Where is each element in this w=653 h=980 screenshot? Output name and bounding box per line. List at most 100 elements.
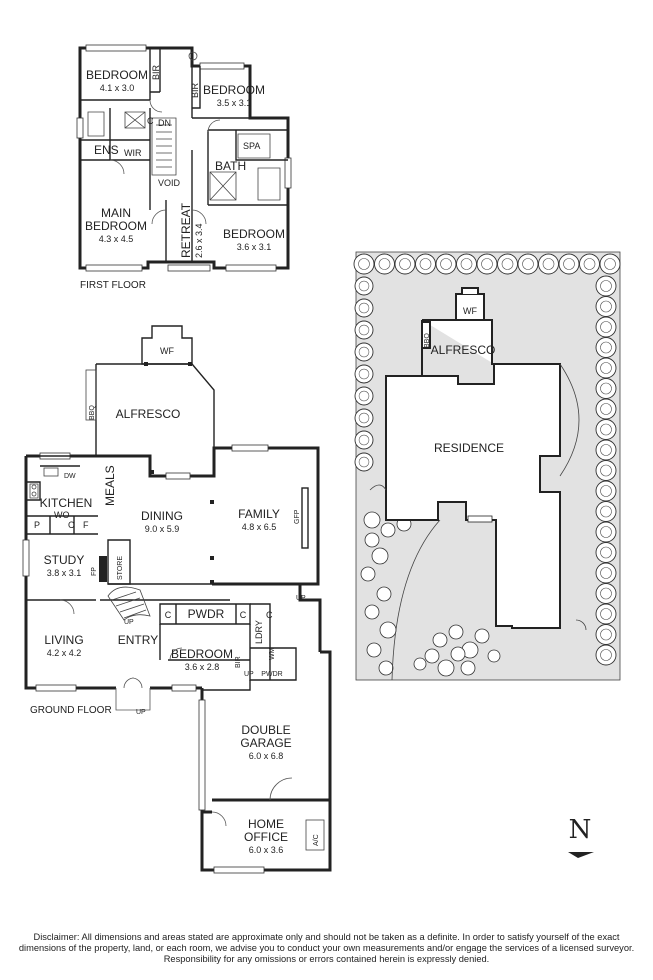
room-size-dining: 9.0 x 5.9 [145,524,180,534]
tree-icon [354,364,374,384]
tree-icon [595,296,617,317]
up-label-3: UP [244,671,254,678]
tree-icon [595,378,617,399]
tree-icon [595,275,617,297]
bir-label-1: BIR [151,64,161,80]
tree-inner-icon [600,485,612,497]
shrub-icon [448,624,464,640]
north-letter: N [569,815,592,845]
tree-inner-icon [440,258,452,270]
room-size-bedroom-1: 4.1 x 3.0 [100,83,135,93]
tree-icon [354,452,374,472]
room-size-bedroom-3: 3.6 x 3.1 [237,242,272,252]
site-bbq-label: BBQ [424,333,431,348]
shrub-icon [371,547,389,565]
up-label-2: UP [124,619,134,626]
tree-inner-icon [358,346,370,358]
room-label-kitchen: KITCHEN [40,496,93,510]
tree-inner-icon [600,321,612,333]
tree-inner-icon [358,434,370,446]
tree-inner-icon [358,280,370,292]
bedroom-bir-label: BIR [235,656,242,668]
tree-icon [394,253,416,275]
disclaimer-text: Disclaimer: All dimensions and areas sta… [18,932,635,964]
powder-cupboard-label-2: C [240,610,247,620]
tree-inner-icon [481,258,493,270]
shrub-icon [487,649,501,663]
room-label-study: STUDY [44,553,85,567]
tree-icon [595,624,617,645]
wf-label: WF [160,346,174,356]
shrub-icon [379,621,397,639]
room-size-home-office: 6.0 x 3.6 [249,845,284,855]
bir-label-2: BIR [190,82,200,98]
tree-inner-icon [358,324,370,336]
tree-icon [595,439,617,461]
tree-inner-icon [358,456,370,468]
pwdr-label-2: PWDR [261,671,282,678]
fireplace-label: FP [91,567,98,576]
shrub-icon [376,586,392,602]
tree-inner-icon [358,390,370,402]
room-label-double-garage: DOUBLE [241,723,290,737]
room-size-family: 4.8 x 6.5 [242,522,277,532]
room-size-study: 3.8 x 3.1 [47,568,82,578]
tree-icon [579,253,600,275]
pantry-label: P [34,520,40,530]
wo-label: WO [54,510,70,520]
shrub-icon [432,632,448,648]
shrub-icon [413,657,427,671]
tree-icon [558,253,580,275]
room-size-double-garage: 6.0 x 6.8 [249,751,284,761]
up-label-1: UP [296,595,306,602]
tree-icon [354,408,374,428]
tree-icon [599,253,621,275]
tree-inner-icon [600,649,612,661]
bath-label: BATH [215,159,246,173]
shrub-icon [380,522,396,538]
tree-inner-icon [600,505,612,518]
laundry-label: LDRY [254,620,264,644]
room-label-home-office: HOME [248,817,284,831]
tree-inner-icon [419,258,432,270]
tree-icon [476,253,498,275]
gfp-label: GFP [294,509,301,524]
tree-inner-icon [522,258,534,270]
stair-down-label: DN [158,118,171,128]
tree-icon [353,253,375,275]
void-label: VOID [158,178,181,188]
room-size-living: 4.2 x 4.2 [47,648,82,658]
tree-icon [595,583,617,604]
shrub-icon [437,659,455,677]
tree-icon [354,298,374,318]
site-wf-label: WF [463,306,477,316]
tree-icon [595,501,617,522]
shrub-icon [364,604,380,620]
room-label-bedroom-3: BEDROOM [223,227,285,241]
room-size-retreat: 2.6 x 3.4 [194,223,204,258]
room-label-alfresco: ALFRESCO [116,407,181,421]
cupboard-label: C [147,116,154,126]
room-size-main-bedroom: 4.3 x 4.5 [99,234,134,244]
room-label-double-garage-2: GARAGE [240,736,291,750]
room-label-main-bedroom: MAIN [101,206,131,220]
tree-icon [595,337,617,358]
shrub-icon [363,511,381,529]
site-alfresco-label: ALFRESCO [431,343,496,357]
room-label-home-office-2: OFFICE [244,830,288,844]
shrub-icon [424,648,440,664]
room-size-bedroom-4: 3.6 x 2.8 [185,662,220,672]
shrub-icon [378,660,394,676]
room-label-bedroom-4: BEDROOM [171,647,233,661]
room-label-family: FAMILY [238,507,280,521]
tree-icon [354,276,374,296]
tree-inner-icon [583,258,596,270]
tree-icon [595,603,617,625]
site-trees [353,253,621,677]
tree-icon [456,253,477,275]
ground-floor-labels: WF BBQ ALFRESCO DW KITCHEN MEALS WO P C … [30,346,320,855]
tree-inner-icon [600,362,612,374]
tree-icon [595,521,617,543]
north-arrow-icon [568,852,594,858]
